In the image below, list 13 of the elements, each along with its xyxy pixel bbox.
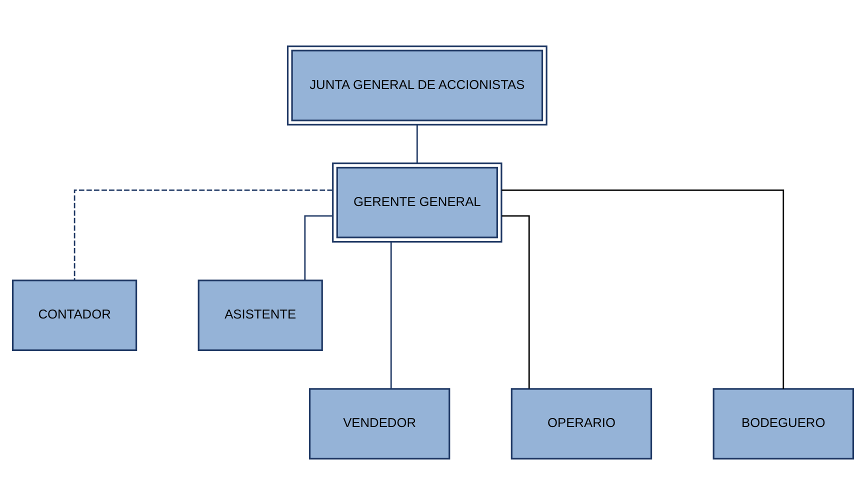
node-box: VENDEDOR xyxy=(308,388,450,459)
node-box: ASISTENTE xyxy=(198,279,323,351)
node-box: GERENTE GENERAL xyxy=(332,162,502,242)
connector xyxy=(502,214,530,388)
node-box: CONTADOR xyxy=(12,279,138,351)
connector xyxy=(416,124,418,163)
node-box: OPERARIO xyxy=(510,388,652,459)
connector xyxy=(502,189,784,388)
connector xyxy=(304,214,333,280)
node-box: BODEGUERO xyxy=(712,388,854,459)
node-box: JUNTA GENERAL DE ACCIONISTAS xyxy=(286,45,548,125)
connector xyxy=(390,242,392,388)
connector xyxy=(74,189,332,280)
